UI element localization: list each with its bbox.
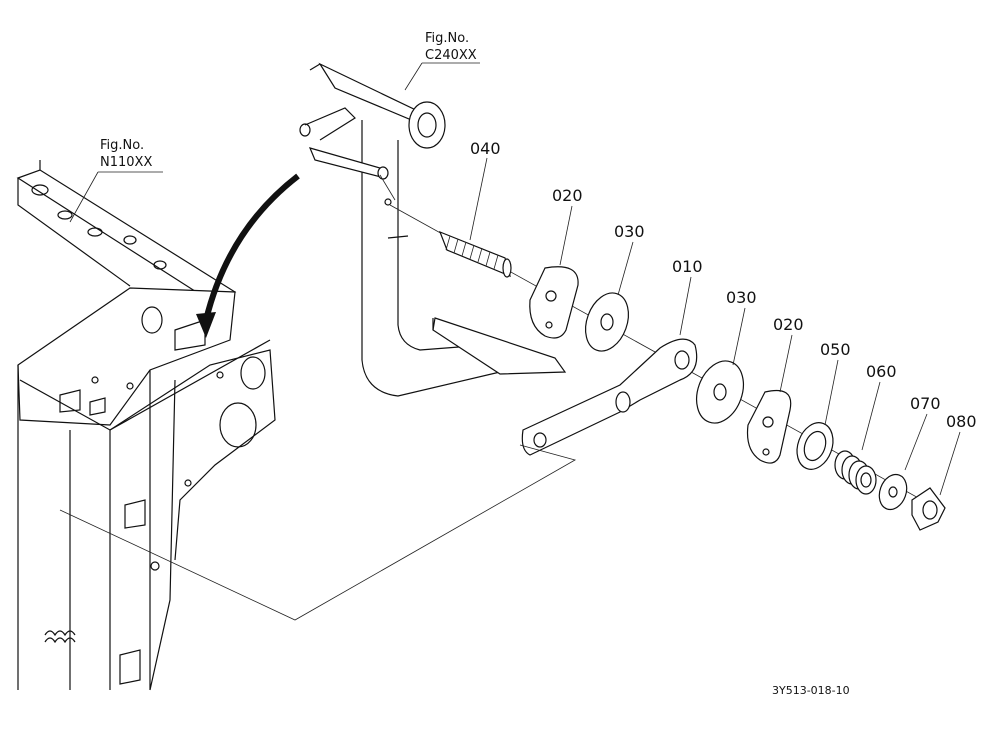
fig-ref-c240-line2: C240XX — [425, 48, 477, 63]
part-050-bushing — [796, 422, 834, 470]
fig-ref-n110-line2: N110XX — [100, 155, 152, 170]
drawing-code: 3Y513-018-10 — [772, 684, 850, 697]
part-030-washer — [584, 292, 630, 352]
fig-ref-n110-line1: Fig.No. — [100, 138, 144, 153]
part-label-020-2: 020 — [773, 315, 804, 334]
part-030-washer-2 — [696, 360, 744, 424]
part-070-washer — [878, 473, 908, 511]
leader-lines — [69, 62, 961, 496]
pedal-assembly — [299, 62, 567, 397]
part-label-020: 020 — [552, 186, 583, 205]
part-010-lever — [521, 338, 698, 456]
part-020-plate — [529, 266, 579, 339]
exploded-parts — [389, 204, 946, 531]
frame-assembly — [16, 160, 276, 691]
part-040-stud-bolt — [438, 230, 511, 278]
part-label-030: 030 — [614, 222, 645, 241]
part-label-070: 070 — [910, 394, 941, 413]
part-label-080: 080 — [946, 412, 977, 431]
install-direction-arrow — [196, 173, 300, 338]
part-label-010: 010 — [672, 257, 703, 276]
part-label-050: 050 — [820, 340, 851, 359]
fig-ref-c240-line1: Fig.No. — [425, 31, 469, 46]
part-label-040: 040 — [470, 139, 501, 158]
assembly-guide-lines — [59, 174, 577, 621]
part-label-030-2: 030 — [726, 288, 757, 307]
part-label-060: 060 — [866, 362, 897, 381]
part-080-nut — [911, 487, 946, 531]
part-060-spring — [834, 450, 877, 495]
